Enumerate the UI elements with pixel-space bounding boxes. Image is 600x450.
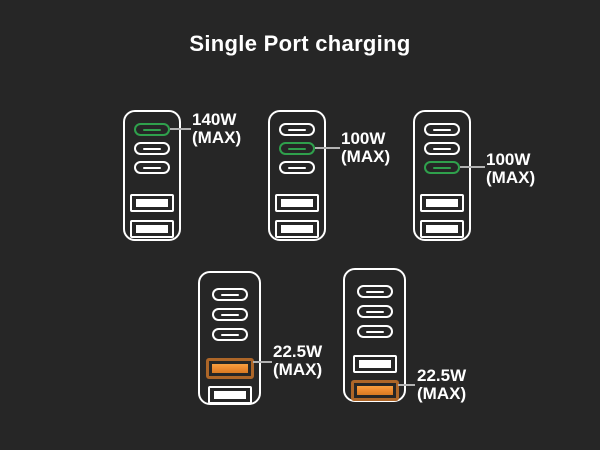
power-label-5: 22.5W (MAX): [417, 367, 466, 403]
usb-c-pin-bar: [365, 310, 384, 313]
power-label-3: 100W (MAX): [486, 151, 535, 187]
power-value: 22.5W: [417, 366, 467, 385]
usb-a-tongue-bar: [358, 360, 391, 368]
usb-c-pin-bar: [288, 128, 306, 131]
usb-a-tongue-bar: [426, 199, 458, 207]
usb-a-tongue-bar: [281, 225, 313, 233]
usb-c-port-3-icon: [356, 325, 393, 338]
power-value: 140W: [192, 110, 237, 129]
charger-3-body: [413, 110, 471, 241]
power-label-4: 22.5W (MAX): [273, 343, 322, 379]
usb-c-pin-bar: [433, 166, 451, 169]
callout-line-5: [398, 384, 415, 386]
usb-c-pin-bar: [288, 166, 306, 169]
charger-3: [413, 110, 471, 241]
usb-a-port-1-icon: [205, 358, 254, 379]
power-max-suffix: (MAX): [417, 384, 467, 403]
power-label-1: 140W (MAX): [192, 111, 241, 147]
callout-line-2: [315, 147, 340, 149]
usb-c-pin-bar: [365, 330, 384, 333]
usb-c-pin-bar: [220, 293, 239, 296]
usb-a-port-1-icon: [130, 194, 174, 212]
power-value: 22.5W: [273, 342, 323, 361]
callout-line-4: [253, 361, 272, 363]
charger-1: [123, 110, 181, 241]
usb-a-tongue-bar: [356, 386, 393, 395]
usb-c-pin-bar: [143, 166, 161, 169]
usb-a-tongue-bar: [136, 199, 168, 207]
charger-4-body: [198, 271, 261, 405]
usb-a-tongue-bar: [426, 225, 458, 233]
usb-a-tongue-bar: [136, 225, 168, 233]
usb-c-pin-bar: [365, 290, 384, 293]
page-title: Single Port charging: [189, 31, 411, 56]
usb-a-port-2-icon: [420, 220, 464, 238]
usb-c-port-3-icon: [134, 161, 170, 174]
callout-line-3: [460, 166, 485, 168]
usb-a-port-2-icon: [130, 220, 174, 238]
power-max-suffix: (MAX): [341, 147, 391, 166]
usb-c-pin-bar: [288, 147, 306, 150]
usb-c-pin-bar: [143, 128, 161, 131]
usb-c-pin-bar: [220, 333, 239, 336]
usb-c-port-1-icon: [356, 285, 393, 298]
charger-5-body: [343, 268, 406, 402]
usb-a-port-1-icon: [352, 355, 397, 373]
power-max-suffix: (MAX): [192, 128, 242, 147]
usb-c-port-1-icon: [134, 123, 170, 136]
usb-a-port-1-icon: [275, 194, 319, 212]
usb-c-pin-bar: [433, 147, 451, 150]
usb-c-port-3-icon: [424, 161, 460, 174]
usb-c-port-2-icon: [134, 142, 170, 155]
usb-c-port-1-icon: [424, 123, 460, 136]
charger-2: [268, 110, 326, 241]
callout-line-1: [170, 128, 191, 130]
usb-c-pin-bar: [220, 313, 239, 316]
usb-c-port-3-icon: [211, 328, 248, 341]
usb-a-tongue-bar: [213, 391, 246, 399]
charger-4: [198, 271, 261, 405]
power-max-suffix: (MAX): [486, 168, 536, 187]
power-value: 100W: [341, 129, 386, 148]
usb-c-pin-bar: [143, 147, 161, 150]
usb-c-port-1-icon: [279, 123, 315, 136]
usb-a-tongue-bar: [281, 199, 313, 207]
usb-a-port-2-icon: [350, 380, 399, 401]
power-value: 100W: [486, 150, 531, 169]
usb-a-tongue-bar: [211, 364, 248, 373]
charger-1-body: [123, 110, 181, 241]
power-label-2: 100W (MAX): [341, 130, 390, 166]
charger-2-body: [268, 110, 326, 241]
usb-a-port-1-icon: [420, 194, 464, 212]
usb-c-pin-bar: [433, 128, 451, 131]
usb-c-port-1-icon: [211, 288, 248, 301]
power-max-suffix: (MAX): [273, 360, 323, 379]
usb-a-port-2-icon: [275, 220, 319, 238]
usb-c-port-3-icon: [279, 161, 315, 174]
usb-c-port-2-icon: [211, 308, 248, 321]
usb-c-port-2-icon: [424, 142, 460, 155]
usb-c-port-2-icon: [356, 305, 393, 318]
charger-5: [343, 268, 406, 402]
usb-a-port-2-icon: [207, 386, 252, 404]
usb-c-port-2-icon: [279, 142, 315, 155]
